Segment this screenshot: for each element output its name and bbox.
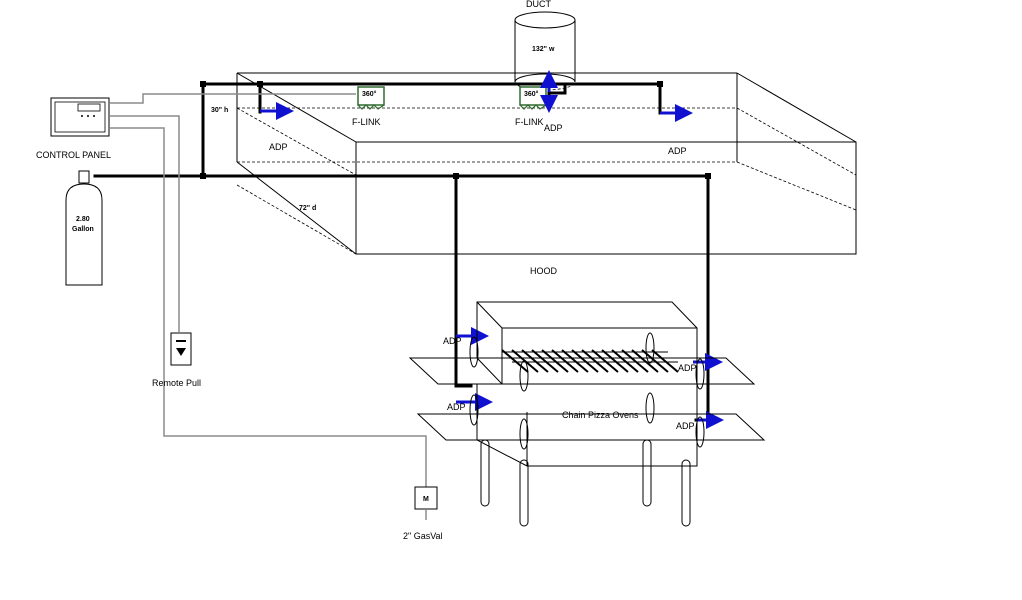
fusible-link-1 bbox=[357, 86, 385, 110]
agent-cylinder bbox=[65, 170, 103, 286]
adp-nozzle-arrows bbox=[260, 70, 724, 429]
remote-pull-label: Remote Pull bbox=[152, 378, 201, 388]
fusible-link-1-label: F-LINK bbox=[352, 117, 381, 127]
pipe-joints bbox=[200, 81, 711, 179]
cylinder-capacity: 2.80 bbox=[76, 216, 90, 223]
control-panel bbox=[50, 97, 110, 137]
chain-pizza-ovens bbox=[408, 301, 766, 527]
adp-label-6: ADP bbox=[678, 363, 697, 373]
hood-depth-label: 72" d bbox=[299, 205, 316, 212]
hood-label: HOOD bbox=[530, 266, 558, 276]
fusible-link-2-temp: 360° bbox=[524, 90, 539, 98]
hood-height-label: 30" h bbox=[211, 107, 228, 114]
cylinder-unit: Gallon bbox=[72, 226, 94, 233]
control-panel-label: CONTROL PANEL bbox=[36, 150, 111, 160]
remote-pull-station[interactable] bbox=[170, 332, 192, 366]
adp-label-5: ADP bbox=[447, 402, 466, 412]
gas-valve bbox=[414, 486, 438, 510]
adp-label-7: ADP bbox=[676, 421, 695, 431]
gas-valve-label: 2" GasVal bbox=[403, 531, 443, 541]
oven-label: Chain Pizza Ovens bbox=[562, 410, 639, 420]
fusible-link-2 bbox=[519, 86, 547, 110]
fusible-link-1-temp: 360° bbox=[362, 90, 377, 98]
detection-cables bbox=[110, 93, 427, 520]
fusible-link-2-label: F-LINK bbox=[515, 117, 544, 127]
adp-label-3: ADP bbox=[668, 146, 687, 156]
adp-label-1: ADP bbox=[269, 142, 288, 152]
gas-valve-symbol: M bbox=[423, 496, 429, 503]
duct-width-label: 132" w bbox=[532, 46, 555, 53]
adp-label-4: ADP bbox=[443, 336, 462, 346]
duct-label: DUCT bbox=[526, 0, 551, 9]
adp-label-2: ADP bbox=[544, 123, 563, 133]
